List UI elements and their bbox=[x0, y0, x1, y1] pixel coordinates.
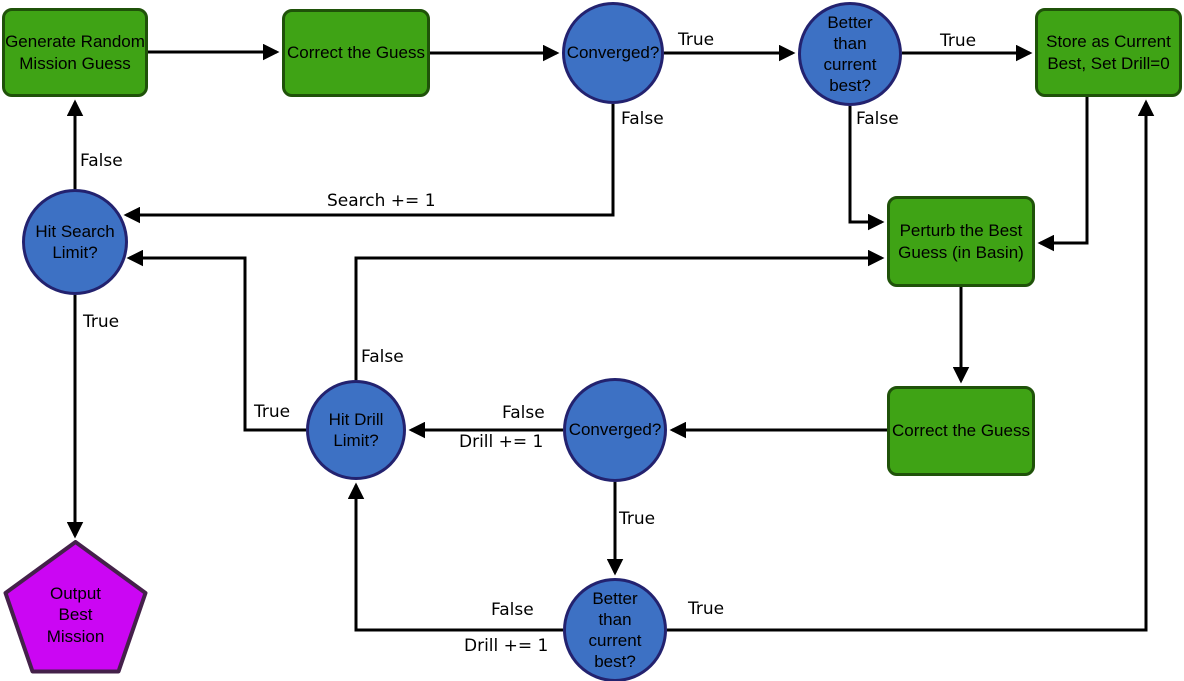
edge-better1-false-to-perturb bbox=[848, 106, 885, 231]
node-correct-the-guess-top: Correct the Guess bbox=[282, 9, 430, 97]
node-better-than-current-best-bottom: Better than current best? bbox=[563, 578, 667, 681]
label-better1-false: False bbox=[856, 109, 899, 129]
node-output-label: Output Best Mission bbox=[46, 584, 105, 646]
label-better2-false: False bbox=[491, 600, 534, 620]
node-generate-label: Generate Random Mission Guess bbox=[5, 32, 145, 73]
node-hit-search-limit: Hit Search Limit? bbox=[22, 189, 128, 295]
label-converged2-true: True bbox=[619, 509, 656, 529]
node-output-best-mission: Output Best Mission bbox=[3, 540, 148, 674]
label-converged2-drill-increment: Drill += 1 bbox=[459, 432, 544, 452]
label-hit-search-false: False bbox=[80, 151, 123, 171]
node-correct-the-guess-bottom: Correct the Guess bbox=[887, 386, 1035, 476]
node-converged-top: Converged? bbox=[562, 2, 664, 104]
pentagon-shape bbox=[3, 540, 148, 674]
node-hit-search-label: Hit Search Limit? bbox=[35, 221, 115, 262]
label-search-increment: Search += 1 bbox=[327, 191, 436, 211]
node-perturb-best-guess: Perturb the Best Guess (in Basin) bbox=[887, 196, 1035, 287]
node-converged-bottom: Converged? bbox=[563, 378, 667, 482]
label-converged1-false: False bbox=[621, 109, 664, 129]
node-better2-label: Better than current best? bbox=[588, 588, 642, 672]
label-hit-search-true: True bbox=[83, 312, 120, 332]
edge-converged1-false-to-hit-search bbox=[123, 104, 615, 224]
node-correct1-label: Correct the Guess bbox=[287, 43, 425, 63]
node-store-as-current-best: Store as Current Best, Set Drill=0 bbox=[1035, 8, 1182, 97]
edge-better2-false-to-hit-drill bbox=[347, 482, 563, 632]
label-better2-drill-increment: Drill += 1 bbox=[464, 636, 549, 656]
node-correct2-label: Correct the Guess bbox=[892, 421, 1030, 441]
label-hit-drill-true: True bbox=[254, 402, 291, 422]
edge-hit-drill-false-to-perturb bbox=[354, 249, 885, 380]
edge-store-to-perturb bbox=[1037, 97, 1089, 252]
label-better2-true: True bbox=[688, 599, 725, 619]
node-generate-random-mission-guess: Generate Random Mission Guess bbox=[2, 8, 148, 97]
node-hit-drill-label: Hit Drill Limit? bbox=[328, 409, 384, 450]
label-converged1-true: True bbox=[678, 30, 715, 50]
node-better-than-current-best-top: Better than current best? bbox=[798, 2, 902, 106]
node-hit-drill-limit: Hit Drill Limit? bbox=[306, 380, 406, 480]
node-perturb-label: Perturb the Best Guess (in Basin) bbox=[898, 221, 1024, 262]
node-converged1-label: Converged? bbox=[566, 43, 660, 63]
node-converged2-label: Converged? bbox=[568, 420, 662, 440]
label-better1-true: True bbox=[940, 31, 977, 51]
node-better1-label: Better than current best? bbox=[823, 12, 877, 96]
edge-hit-drill-true-to-hit-search bbox=[126, 249, 306, 432]
label-converged2-false: False bbox=[502, 403, 545, 423]
label-hit-drill-false: False bbox=[361, 347, 404, 367]
node-store-label: Store as Current Best, Set Drill=0 bbox=[1046, 32, 1171, 73]
edge-better2-true-to-store bbox=[667, 99, 1155, 632]
